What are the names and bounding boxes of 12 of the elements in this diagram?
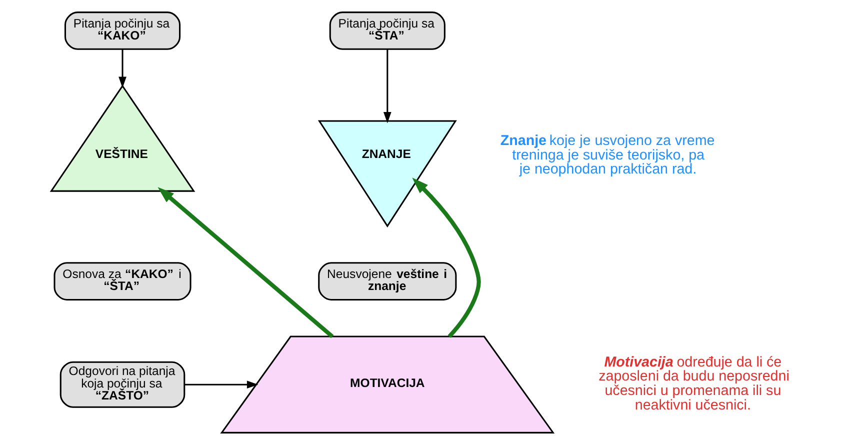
arrow xyxy=(118,49,126,88)
arrow xyxy=(382,49,391,124)
arrow xyxy=(184,380,258,389)
node-box: Odgovori na pitanja koja počinju sa “ZAŠTO” xyxy=(59,361,185,408)
arrow xyxy=(412,178,480,338)
node-box: Pitanja počinju sa “ŠTA” xyxy=(328,12,445,50)
node-box: Neusvojene veštine i znanje xyxy=(318,262,456,300)
node-box: Pitanja počinju sa “KAKO” xyxy=(64,12,180,50)
label: Motivacija određuje da li će zaposleni da budu neposredni učesnici u promenama ili su neaktivni učesnici. xyxy=(598,354,789,414)
node-box: Osnova za “KAKO” i “ŠTA” xyxy=(53,262,191,300)
arrow xyxy=(157,187,334,338)
label: Znanje koje je usvojeno za vreme treninga je suviše teorijsko, pa je neophodan praktičan rad. xyxy=(500,132,714,178)
